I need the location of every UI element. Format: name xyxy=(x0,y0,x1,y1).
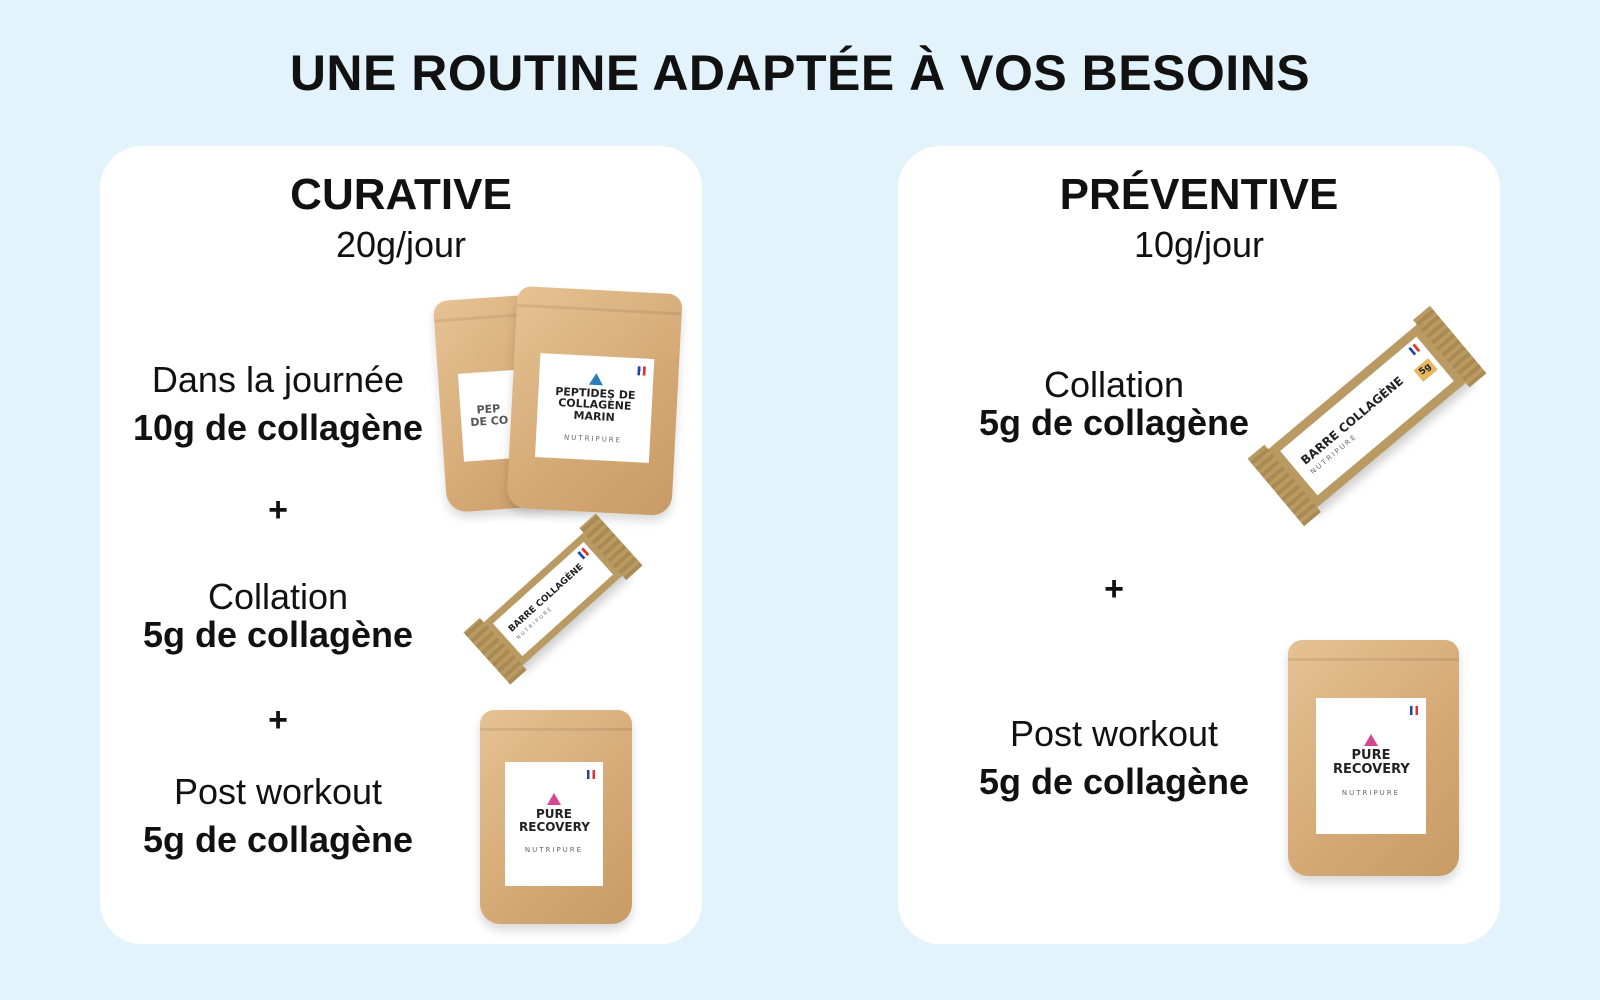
page-title: UNE ROUTINE ADAPTÉE À VOS BESOINS xyxy=(289,45,1311,101)
peptides-pouch-image: PEPTIDES DE COLLAGÈNE MARIN NUTRIPURE xyxy=(506,285,683,517)
preventive-amount-2: 5g de collagène xyxy=(978,761,1250,802)
preventive-moment-2: Post workout xyxy=(1009,713,1219,754)
preventive-heading: PRÉVENTIVE xyxy=(1059,170,1339,219)
curative-heading: CURATIVE xyxy=(290,170,512,219)
plus-sign: + xyxy=(268,491,288,529)
preventive-dose: 10g/jour xyxy=(1133,224,1265,265)
curative-amount-3: 5g de collagène xyxy=(142,819,414,860)
recovery-label: PURE RECOVERY xyxy=(519,807,590,834)
curative-dose: 20g/jour xyxy=(335,224,467,265)
recovery-label: PURE RECOVERY xyxy=(1333,748,1410,777)
pure-recovery-pouch-image: PURE RECOVERY NUTRIPURE xyxy=(480,710,632,924)
curative-amount-1: 10g de collagène xyxy=(132,407,424,448)
pure-recovery-pouch-image: PURE RECOVERY NUTRIPURE xyxy=(1288,640,1459,876)
curative-moment-2: Collation xyxy=(207,576,349,617)
curative-moment-3: Post workout xyxy=(173,771,383,812)
plus-sign: + xyxy=(268,701,288,739)
peptides-label: PEPTIDES DE COLLAGÈNE MARIN xyxy=(554,384,636,424)
curative-amount-2: 5g de collagène xyxy=(142,614,414,655)
bar-badge: 5g xyxy=(1413,358,1439,383)
brand-logo: NUTRIPURE xyxy=(524,846,584,855)
plus-sign: + xyxy=(1104,570,1124,608)
brand-logo: NUTRIPURE xyxy=(563,433,623,445)
preventive-moment-1: Collation xyxy=(1043,364,1185,405)
preventive-amount-1: 5g de collagène xyxy=(978,402,1250,443)
brand-logo: NUTRIPURE xyxy=(1341,789,1401,798)
curative-moment-1: Dans la journée xyxy=(151,359,405,400)
